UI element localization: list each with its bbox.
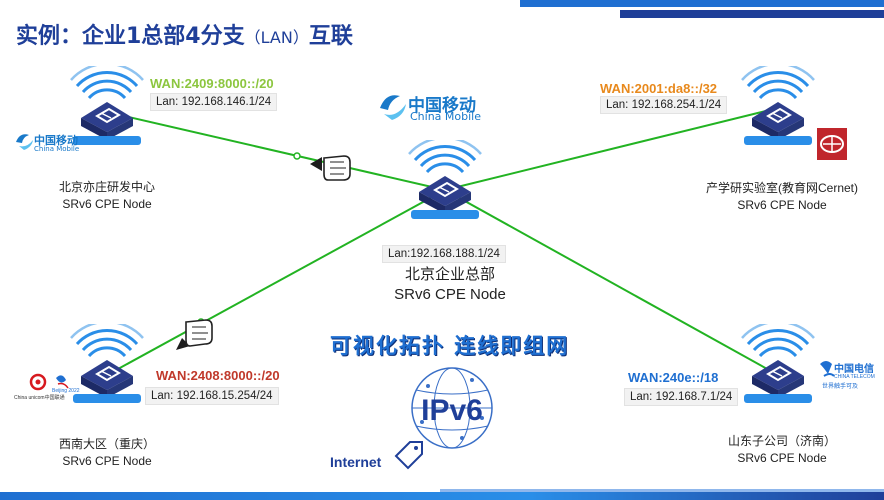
china-mobile-logo-branch	[16, 134, 33, 150]
telecom-carrier-cn: 中国电信	[834, 364, 874, 375]
router-icon-hq	[407, 140, 483, 220]
shandong-name: 山东子公司（济南）	[727, 434, 836, 448]
hq-role: SRv6 CPE Node	[394, 286, 506, 303]
hq-name: 北京企业总部	[404, 266, 495, 283]
router-icon-lab	[740, 66, 816, 146]
lab-node-label: 产学研实验室(教育网Cernet) SRv6 CPE Node	[692, 180, 872, 214]
router-icon-southwest	[69, 324, 145, 404]
top-accent-bar	[520, 0, 884, 7]
drag-hand-icon-top	[310, 155, 351, 181]
southwest-role: SRv6 CPE Node	[62, 454, 152, 468]
router-icon-shandong	[740, 324, 816, 404]
yizhuang-carrier-en: China Mobile	[34, 145, 80, 153]
internet-label: Internet	[330, 454, 382, 470]
router-icon-yizhuang	[69, 66, 145, 146]
lab-name: 产学研实验室(教育网Cernet)	[705, 181, 858, 195]
telecom-carrier-sub: 世界触手可及	[822, 384, 859, 390]
hq-carrier-cn: 中国移动	[408, 96, 476, 116]
link-hq-yizhuang	[106, 111, 446, 191]
lab-lan: Lan: 192.168.254.1/24	[600, 96, 728, 114]
southwest-lan: Lan: 192.168.15.254/24	[145, 387, 279, 405]
hq-node-label: 北京企业总部 SRv6 CPE Node	[375, 265, 525, 305]
link-hq-lab	[444, 107, 779, 191]
unicom-carrier-cn: China unicom中国联通	[14, 395, 65, 401]
southwest-node-label: 西南大区（重庆） SRv6 CPE Node	[47, 436, 167, 470]
unicom-carrier-sub: Beijing 2022	[52, 388, 80, 394]
link-hq-southwest	[106, 189, 446, 376]
china-mobile-logo-hq	[380, 95, 406, 120]
southwest-name: 西南大区（重庆）	[58, 437, 155, 451]
yizhuang-role: SRv6 CPE Node	[62, 197, 152, 211]
shandong-lan: Lan: 192.168.7.1/24	[624, 388, 739, 406]
ipv6-label: IPv6	[421, 394, 483, 427]
bottom-accent-bar	[0, 492, 884, 500]
slogan-text: 可视化拓扑 连线即组网	[330, 334, 570, 358]
yizhuang-carrier-cn: 中国移动	[34, 134, 78, 147]
southwest-wan: WAN:2408:8000::/20	[156, 368, 280, 383]
china-unicom-logo	[29, 373, 69, 391]
shandong-wan: WAN:240e::/18	[628, 370, 719, 385]
top-accent-bar-secondary	[620, 10, 884, 18]
china-telecom-logo	[820, 361, 835, 377]
link-hq-shandong	[444, 189, 779, 376]
yizhuang-name: 北京亦庄研发中心	[58, 180, 155, 194]
internet-tag-icon	[394, 441, 423, 470]
lab-role: SRv6 CPE Node	[737, 198, 827, 212]
yizhuang-node-label: 北京亦庄研发中心 SRv6 CPE Node	[47, 179, 167, 213]
hq-lan: Lan:192.168.188.1/24	[382, 245, 506, 263]
telecom-carrier-en: CHINA TELECOM	[834, 374, 875, 380]
lab-wan: WAN:2001:da8::/32	[600, 81, 718, 96]
yizhuang-lan: Lan: 192.168.146.1/24	[150, 93, 278, 111]
shandong-role: SRv6 CPE Node	[737, 451, 827, 465]
yizhuang-wan: WAN:2409:8000::/20	[150, 76, 274, 91]
page-title: 实例：企业1总部4分支（LAN）互联	[16, 24, 353, 49]
hq-carrier-en: China Mobile	[410, 110, 482, 123]
cernet-logo	[817, 128, 847, 160]
ipv6-globe-graphic	[411, 367, 493, 449]
drag-hand-icon-bottom	[176, 319, 213, 350]
bottom-accent-line	[440, 489, 884, 492]
shandong-node-label: 山东子公司（济南） SRv6 CPE Node	[712, 433, 852, 467]
